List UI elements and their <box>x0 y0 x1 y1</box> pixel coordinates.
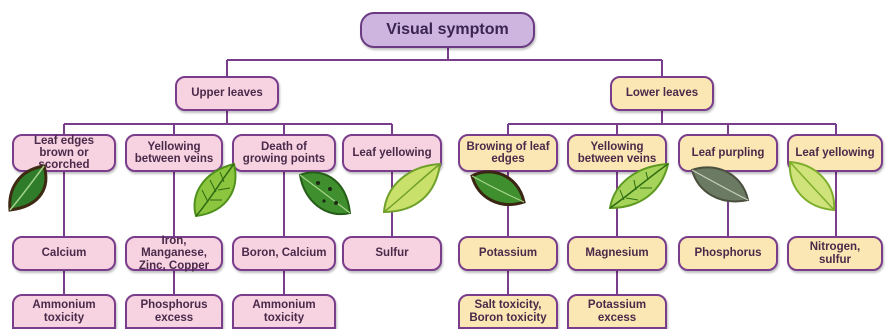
leaf-brown-edges-icon <box>470 168 526 210</box>
leaf-scorched-edges-icon <box>4 160 60 216</box>
cause-node: Calcium <box>12 236 116 271</box>
cause-node: Phosphorus <box>678 236 778 271</box>
branch-lower-leaves: Lower leaves <box>610 76 714 111</box>
extra-node: Salt toxicity, Boron toxicity <box>458 294 558 329</box>
extra-node: Phosphorus excess <box>125 294 223 329</box>
leaf-yellow-veins-lower-icon <box>606 160 670 212</box>
extra-node: Ammonium toxicity <box>12 294 116 329</box>
leaf-spotted-icon <box>296 165 354 221</box>
branch-upper-leaves: Upper leaves <box>175 76 279 111</box>
cause-node: Magnesium <box>567 236 667 271</box>
cause-node: Boron, Calcium <box>232 236 336 271</box>
leaf-purple-icon <box>690 164 750 206</box>
cause-node: Potassium <box>458 236 558 271</box>
cause-node: Sulfur <box>342 236 442 271</box>
extra-node: Potassium excess <box>567 294 667 329</box>
cause-node: Nitrogen, sulfur <box>787 236 883 271</box>
leaf-yellow-veins-icon <box>188 160 242 220</box>
root-node: Visual symptom <box>360 12 535 48</box>
symptom-node: Browing of leaf edges <box>458 134 558 172</box>
cause-node: Iron, Manganese, Zinc, Copper <box>125 236 223 271</box>
leaf-yellowing-icon <box>380 160 444 216</box>
leaf-pale-yellow-icon <box>786 158 838 214</box>
extra-node: Ammonium toxicity <box>232 294 336 329</box>
